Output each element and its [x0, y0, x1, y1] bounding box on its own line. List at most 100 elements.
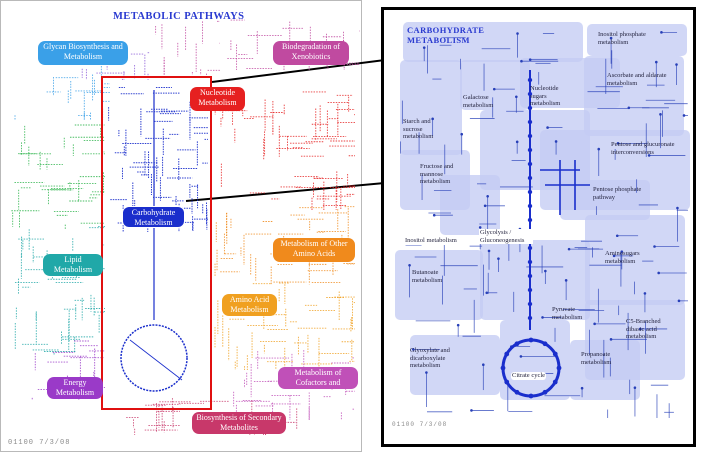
detail-compound-node [541, 316, 544, 319]
fructose-label: Fructose and mannose metabolism [420, 163, 454, 185]
propanoate-label: Propanoate metabolism [581, 351, 612, 366]
detail-compound-node [431, 117, 434, 121]
aminosugars-label: Aminosugars metabolism [605, 250, 640, 265]
detail-pathway-region [400, 60, 462, 155]
xenobiotics-label: Biodegradation of Xenobiotics [273, 41, 349, 65]
detail-pathway-region [560, 180, 650, 220]
detail-trunk-node [527, 245, 533, 251]
detail-trunk-node [527, 259, 533, 265]
detail-trunk-node [527, 77, 533, 83]
glycan-label: Glycan Biosynthesis and Metabolism [38, 41, 128, 65]
detail-compound-node [627, 106, 631, 110]
detail-compound-node [425, 371, 428, 374]
detail-compound-node [633, 386, 637, 389]
detail-compound-node [597, 147, 601, 151]
detail-trunk-node [527, 301, 533, 307]
inositol-label: Inositol metabolism [404, 237, 458, 245]
detail-compound-node [677, 299, 681, 303]
pentose-phosphate-label: Pentose phosphate pathway [593, 186, 642, 201]
detail-trunk-node [527, 119, 533, 125]
detail-compound-node [609, 338, 613, 341]
detail-compound-node [515, 140, 519, 144]
detail-compound-node [460, 132, 464, 136]
detail-compound-node [483, 204, 487, 208]
galactose-label: Galactose metabolism [463, 94, 494, 109]
detail-compound-node [486, 194, 489, 198]
detail-compound-node [675, 63, 678, 66]
detail-cycle-node [514, 341, 520, 347]
detail-trunk-node [527, 147, 533, 153]
detail-trunk-node [527, 203, 533, 209]
detail-compound-node [482, 363, 485, 367]
detail-pathway-region [395, 250, 483, 320]
detail-compound-node [682, 114, 686, 117]
detail-pathway-region [585, 215, 685, 305]
detail-footer: 01100 7/3/08 [392, 421, 448, 428]
detail-compound-node [470, 409, 473, 412]
detail-trunk-node [527, 161, 533, 167]
detail-compound-node [567, 247, 571, 251]
detail-trunk-node [527, 91, 533, 97]
detail-trunk-node [527, 175, 533, 181]
detail-cycle-node [556, 365, 562, 371]
detail-compound-node [456, 323, 460, 327]
detail-compound-node [653, 245, 656, 248]
butanoate-label: Butanoate metabolism [412, 269, 443, 284]
nucleotide-label: Nucleotide Metabolism [190, 87, 245, 111]
detail-compound-node [554, 140, 558, 143]
starch-label: Starch and sucrose metabolism [403, 118, 434, 140]
detail-cycle-node [504, 351, 510, 357]
nucleotide-sugars-label: Nucleotide sugars metabolism [530, 85, 561, 107]
detail-compound-node [593, 322, 596, 326]
pyruvate-label: Pyruvate metabolism [552, 306, 583, 321]
detail-cycle-node [552, 379, 558, 385]
detail-compound-node [519, 355, 523, 358]
detail-compound-node [520, 59, 523, 63]
secondary-label: Biosynthesis of Secondary Metabolites [192, 412, 286, 434]
detail-compound-node [660, 31, 663, 34]
detail-compound-node [497, 257, 500, 260]
detail-compound-node [515, 95, 518, 99]
carbohydrate-label: Carbohydrate Metabolism [122, 206, 185, 228]
detail-compound-node [492, 87, 496, 91]
detail-compound-node [411, 348, 415, 351]
detail-compound-node [487, 249, 491, 253]
detail-trunk-node [527, 133, 533, 139]
detail-compound-node [616, 142, 620, 145]
detail-pathway-region [410, 335, 500, 395]
inositol-phosphate-label: Inositol phosphate metabolism [598, 31, 646, 46]
detail-trunk-node [527, 217, 533, 223]
detail-compound-node [676, 206, 679, 210]
detail-cycle-node [528, 337, 534, 343]
detail-compound-node [580, 386, 584, 390]
detail-pathway-region [584, 56, 684, 136]
cofactors-label: Metabolism of Cofactors and Vitamins [278, 367, 358, 397]
detail-compound-node [516, 32, 519, 35]
detail-compound-node [612, 254, 616, 258]
detail-cycle-node [542, 341, 548, 347]
glycolysis-label: Glycolysis / Gluconeogenesis [479, 229, 533, 244]
detail-title: CARBOHYDRATE METABOLISM [407, 25, 517, 45]
detail-compound-node [528, 58, 532, 61]
overview-title: METABOLIC PATHWAYS [113, 11, 245, 22]
detail-trunk-node [527, 189, 533, 195]
overview-footer: 01100 7/3/08 [8, 439, 71, 447]
detail-compound-node [657, 271, 660, 275]
detail-compound-node [544, 269, 547, 273]
detail-compound-node [432, 213, 436, 217]
glyoxylate-label: Glyoxylate and dicarboxylate metabolism [410, 347, 450, 369]
carbohydrate-highlight-box [101, 76, 212, 410]
detail-title-text: CARBOHYDRATE METABOLISM [407, 25, 485, 45]
detail-cycle-node [528, 393, 534, 399]
detail-cycle-node [504, 379, 510, 385]
detail-pathway-region [500, 320, 570, 400]
detail-compound-node [638, 327, 642, 331]
detail-compound-node [485, 291, 489, 295]
c5-branched-label: C5-Branched dibasic acid metabolism [626, 318, 661, 340]
detail-compound-node [422, 46, 426, 49]
detail-pathway-region [440, 175, 500, 235]
detail-compound-node [643, 292, 647, 295]
citrate-label: Citrate cycle [511, 372, 547, 380]
detail-trunk-node [527, 273, 533, 279]
